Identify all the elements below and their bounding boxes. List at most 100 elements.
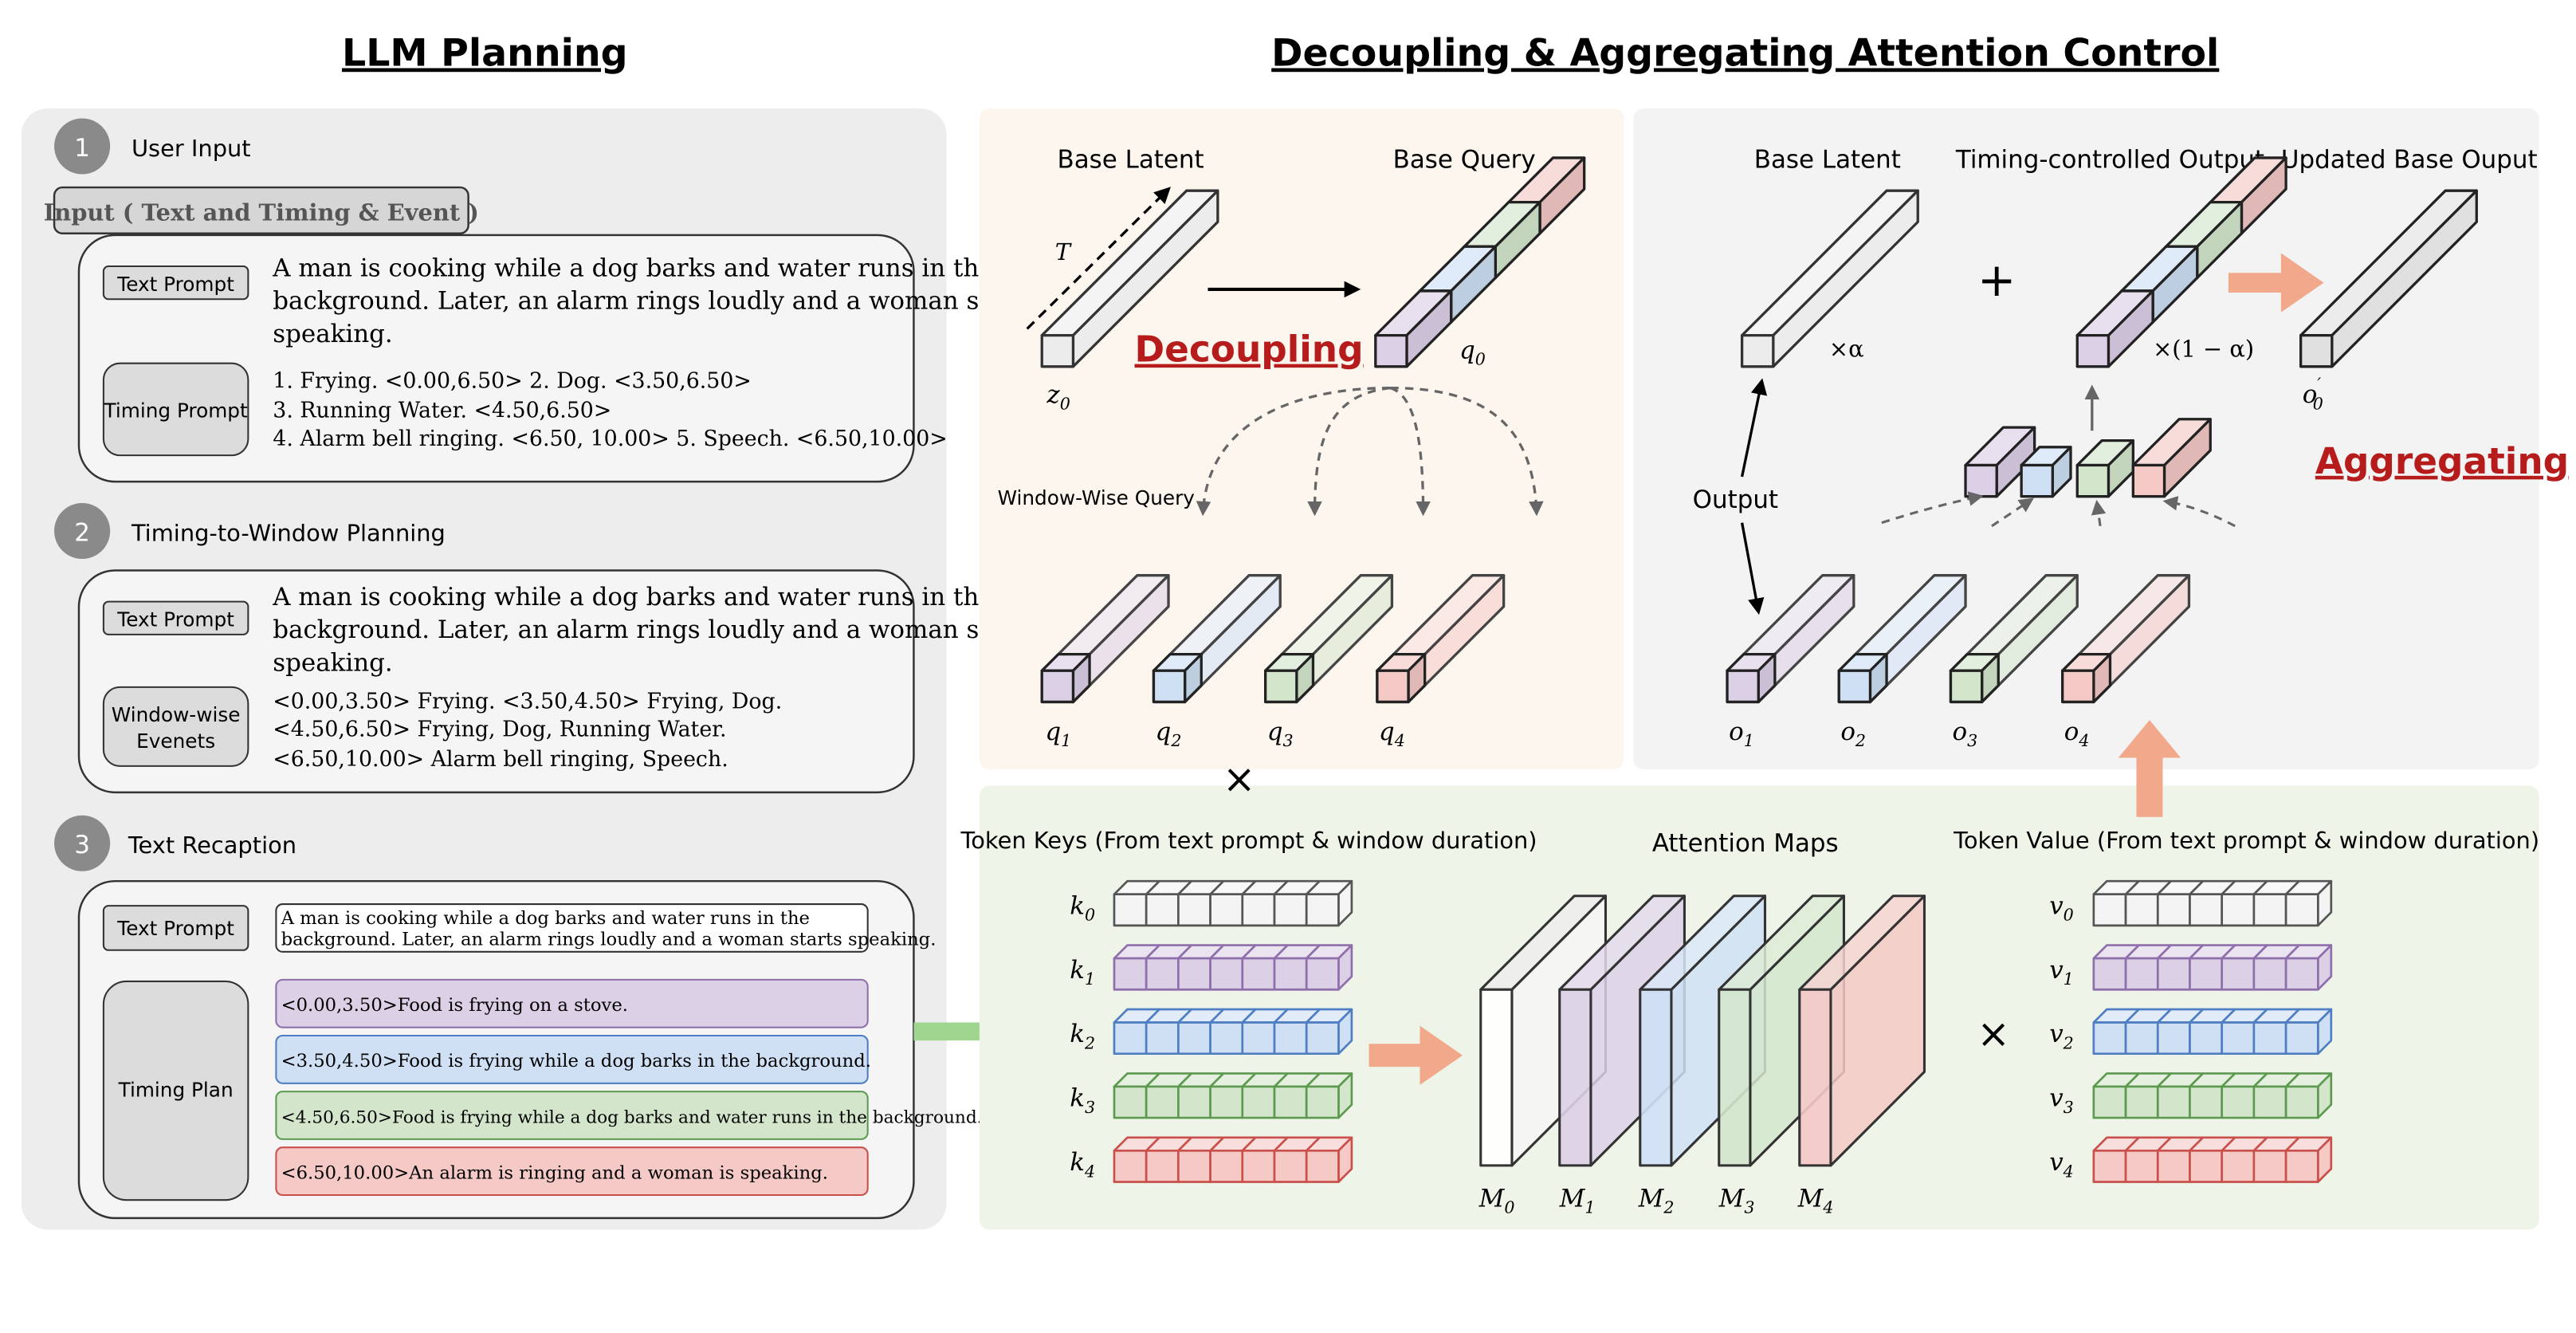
plan-row-4 <box>275 1146 869 1197</box>
z0-bar-front <box>1040 333 1075 368</box>
o1-head-front <box>1726 669 1760 704</box>
k4-label: k4 <box>1070 1148 1095 1181</box>
v4-row-cell-6 <box>2284 1149 2319 1183</box>
k4-row-cell-6 <box>1305 1149 1340 1183</box>
k3-row-cell-4 <box>1241 1085 1276 1119</box>
attention-to-output-arrow <box>2118 720 2181 817</box>
v2-row-cell-5 <box>2252 1021 2287 1056</box>
output-to-o1-arrow <box>1740 522 1765 615</box>
k1-row-cell-4 <box>1241 957 1276 991</box>
plan-row-3 <box>275 1091 869 1140</box>
small-cube-2-front <box>2020 463 2054 498</box>
v1-row-cell-1 <box>2124 957 2159 991</box>
timing-plan-tag <box>102 980 249 1201</box>
o4-to-block-arrow <box>2162 496 2236 528</box>
v2-row-cell-1 <box>2124 1021 2159 1056</box>
o1-label: o1 <box>1729 718 1754 750</box>
step-1-text-line-3: speaking. <box>273 320 393 348</box>
base-query-label: Base Query <box>1393 145 1536 174</box>
output-to-latent-arrow <box>1740 378 1768 478</box>
k2-row-cell-3 <box>1209 1021 1244 1056</box>
v2-label: v2 <box>2049 1020 2074 1052</box>
split-arrow-q4 <box>1390 386 1544 517</box>
input-tag <box>53 186 469 235</box>
input-tag-label: Input ( Text and Timing & Event ) <box>44 199 479 226</box>
maps-value-multiply-sign: × <box>1977 1010 2009 1056</box>
split-arrow-q3 <box>1389 387 1431 517</box>
v0-row-cell-4 <box>2221 893 2256 927</box>
window-line-2: <4.50,6.50> Frying, Dog, Running Water. <box>273 718 726 742</box>
small-cube-1-front <box>1964 463 1998 498</box>
o4-head-front <box>2061 669 2095 704</box>
v3-row-cell-5 <box>2252 1085 2287 1119</box>
v1-label: v1 <box>2049 956 2074 989</box>
timing-plan-label: Timing Plan <box>118 1078 234 1101</box>
window-output-bars <box>1726 574 2191 704</box>
timing-line-1: 1. Frying. <0.00,6.50> 2. Dog. <3.50,6.5… <box>273 369 752 394</box>
q4-label: q4 <box>1379 718 1405 750</box>
step-1-text-prompt-tag <box>102 265 249 301</box>
v1-row-cell-6 <box>2284 957 2319 991</box>
q0-query-bar <box>1374 156 1586 368</box>
q2-head-front <box>1152 669 1187 704</box>
v0-row-cell-6 <box>2284 893 2319 927</box>
k2-row-cell-4 <box>1241 1021 1276 1056</box>
k2-row-cell-1 <box>1145 1021 1180 1056</box>
k3-row-cell-0 <box>1113 1085 1148 1119</box>
window-query-bars <box>1040 574 1506 704</box>
k1-row-cell-1 <box>1145 957 1180 991</box>
step-2-text-prompt-label: Text Prompt <box>116 608 234 631</box>
k1-row-cell-3 <box>1209 957 1244 991</box>
v3-row-cell-1 <box>2124 1085 2159 1119</box>
v1-row-cell-5 <box>2252 957 2287 991</box>
timing-controlled-output-bar <box>2075 156 2287 368</box>
q4-head-front <box>1376 669 1410 704</box>
plan-row-4-text: <6.50,10.00>An alarm is ringing and a wo… <box>281 1162 828 1183</box>
k4-row-cell-4 <box>1241 1149 1276 1183</box>
k0-row-cell-5 <box>1273 893 1308 927</box>
v4-row-cell-3 <box>2189 1149 2224 1183</box>
attention-map-slabs <box>1479 895 1926 1167</box>
o3-head-front <box>1949 669 1984 704</box>
query-key-multiply-sign: × <box>1223 756 1255 802</box>
o2-head-front <box>1837 669 1872 704</box>
o0-prime-label: o′0 <box>2303 375 2323 414</box>
window-line-3: <6.50,10.00> Alarm bell ringing, Speech. <box>273 747 728 772</box>
decoupling-base-latent-label: Base Latent <box>1058 145 1204 174</box>
v0-row-cell-3 <box>2189 893 2224 927</box>
window-events-label-1: Window-wise <box>112 703 241 726</box>
step-2-text-line-1: A man is cooking while a dog barks and w… <box>272 583 993 611</box>
q0-label: q0 <box>1459 336 1486 368</box>
m2-label: M2 <box>1638 1184 1675 1217</box>
k0-row-cell-0 <box>1113 893 1148 927</box>
updated-base-output-label: Updated Base Ouput <box>2281 145 2538 174</box>
alpha-label: ×α <box>1829 335 1864 362</box>
timing-line-3: 4. Alarm bell ringing. <6.50, 10.00> 5. … <box>273 427 947 451</box>
k2-row-cell-2 <box>1177 1021 1211 1056</box>
aggregating-label: Aggregating <box>2315 440 2569 482</box>
k4-row-cell-1 <box>1145 1149 1180 1183</box>
q0-seg-0-front <box>1374 333 1408 368</box>
v1-row-cell-2 <box>2156 957 2191 991</box>
step-3-number: 3 <box>74 831 90 859</box>
one-minus-alpha-label: ×(1 − α) <box>2153 335 2254 362</box>
small-cube-4-front <box>2131 463 2166 498</box>
k0-row-cell-6 <box>1305 893 1340 927</box>
step-1-text-line-2: background. Later, an alarm rings loudly… <box>273 287 1038 316</box>
v3-row-cell-0 <box>2092 1085 2127 1119</box>
v3-label: v3 <box>2049 1084 2074 1117</box>
k1-row-cell-0 <box>1113 957 1148 991</box>
plan-row-3-text: <4.50,6.50>Food is frying while a dog ba… <box>281 1107 983 1127</box>
v4-row-cell-4 <box>2221 1149 2256 1183</box>
k4-row-cell-2 <box>1177 1149 1211 1183</box>
m4-label: M4 <box>1797 1184 1834 1217</box>
attention-map-4-front <box>1798 988 1832 1167</box>
step-1-text-prompt-label: Text Prompt <box>116 273 234 296</box>
step-3-label: Text Recaption <box>128 832 296 859</box>
k0-row-cell-3 <box>1209 893 1244 927</box>
attention-map-0-front <box>1479 988 1514 1167</box>
step-1-label: User Input <box>132 135 251 162</box>
timing-prompt-tag <box>102 362 249 457</box>
k0-row-cell-2 <box>1177 893 1211 927</box>
k0-row-cell-4 <box>1241 893 1276 927</box>
